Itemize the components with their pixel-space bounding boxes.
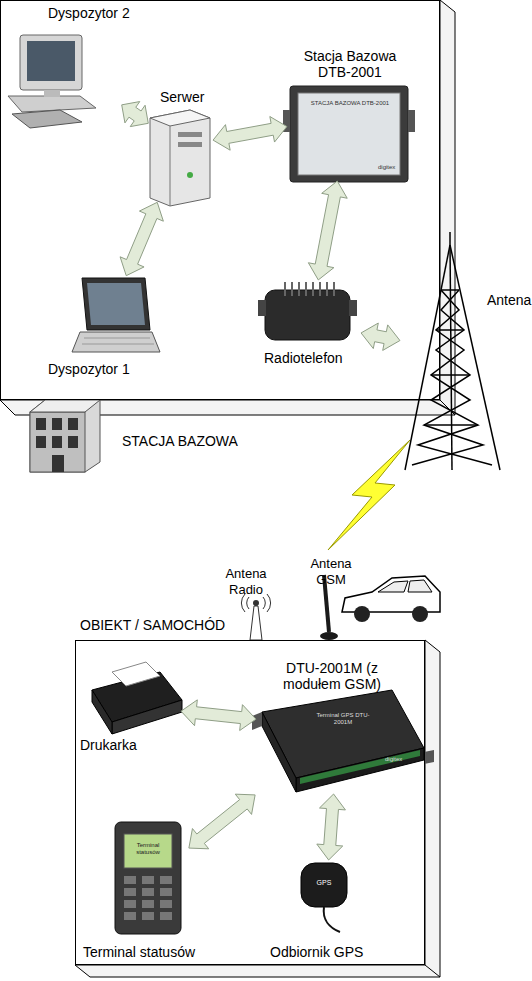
enclosure-3d — [0, 0, 455, 415]
radio-antenna-icon — [241, 594, 270, 640]
status-terminal: Terminal statusów — [80, 818, 192, 963]
device-label: Odbiornik GPS — [270, 944, 385, 960]
device-print: Terminal GPS DTU-2001M — [308, 712, 378, 726]
radio-antenna: Antena Radio — [222, 565, 270, 643]
enclosure-3d — [75, 640, 440, 977]
dispatcher-laptop: Dyspozytor 1 — [45, 272, 165, 380]
double-arrow-connector — [213, 116, 287, 150]
device-label: Drukarka — [80, 737, 170, 753]
device-label: Radiotelefon — [264, 350, 364, 366]
laptop-icon — [72, 278, 160, 352]
status-terminal-device — [115, 822, 181, 934]
screen-text: Terminal statusów — [126, 842, 170, 856]
desktop-computer-icon — [8, 35, 96, 128]
antenna-mast: Antena — [396, 232, 532, 474]
device-label: Serwer — [160, 89, 220, 105]
double-arrow-connector — [317, 794, 346, 860]
device-label: DTU-2001M (z modułem GSM) — [262, 660, 402, 692]
gsm-antenna: Antena GSM — [310, 555, 350, 643]
base-station-device — [283, 86, 415, 182]
radio-transceiver-icon — [258, 282, 357, 340]
double-arrow-connector — [122, 102, 149, 127]
radio-transceiver: Radiotelefon — [255, 276, 365, 370]
base-station-unit: Stacja Bazowa DTB-2001 — [283, 45, 417, 185]
group-heading: STACJA BAZOWA — [122, 433, 282, 449]
device-label: Terminal statusów — [83, 944, 203, 960]
dispatcher-computer: Dyspozytor 2 — [5, 3, 125, 128]
double-arrow-connector — [189, 794, 255, 849]
gps-receiver: Odbiornik GPS — [266, 856, 384, 962]
device-print: GPS — [312, 879, 336, 887]
brand-mark: digitex — [385, 756, 415, 763]
device-label: Stacja Bazowa DTB-2001 — [295, 48, 405, 80]
car-icon — [342, 576, 440, 622]
printer-node: Drukarka — [80, 658, 185, 754]
group-heading: OBIEKT / SAMOCHÓD — [80, 617, 300, 633]
device-label: Dyspozytor 2 — [48, 5, 138, 21]
gps-terminal-device — [252, 690, 434, 792]
device-label: Antena Radio — [220, 566, 272, 598]
double-arrow-connector — [120, 202, 163, 275]
server-tower-icon — [150, 110, 210, 206]
double-arrow-connector — [181, 700, 256, 731]
wireless-link-bolt — [328, 440, 410, 550]
device-label: Antena — [487, 292, 532, 308]
building-icon — [30, 400, 100, 472]
vehicle-enclosure: Drukarka DTU-2001M (z modułem GSM) Termina… — [75, 640, 425, 965]
device-label: Antena GSM — [306, 556, 356, 588]
brand-mark: digitex — [378, 164, 408, 171]
base-station-enclosure: Dyspozytor 2 Serwer Stacja Bazowa DTB-2001… — [0, 0, 440, 400]
double-arrow-connector — [361, 323, 400, 350]
printer-icon — [92, 662, 182, 734]
double-arrow-connector — [308, 181, 347, 280]
device-print: STACJA BAZOWA DTB-2001 — [302, 100, 398, 107]
device-label: Dyspozytor 1 — [48, 361, 158, 377]
gps-terminal: DTU-2001M (z modułem GSM) — [252, 658, 425, 798]
antenna-tower — [405, 232, 500, 470]
server-node: Serwer — [145, 86, 217, 206]
gps-receiver-icon — [301, 863, 347, 932]
